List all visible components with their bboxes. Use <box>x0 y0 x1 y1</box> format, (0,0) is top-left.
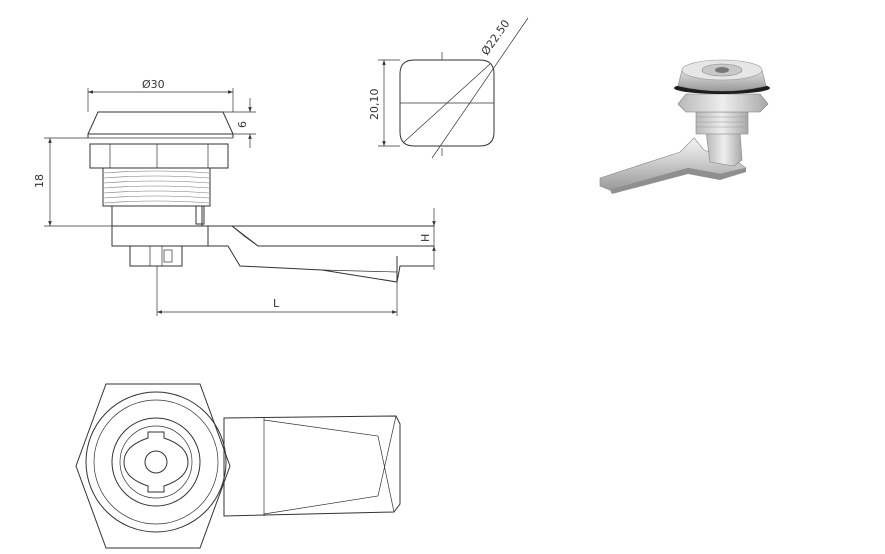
dim-cap-height: 6 <box>236 121 249 128</box>
keyhole <box>144 450 168 474</box>
dim-body-height: 18 <box>33 174 46 188</box>
cap-outline <box>87 111 234 135</box>
dim-diameter-diag: Ø22.50 <box>479 17 513 57</box>
dim-square-side: 20,10 <box>368 89 381 121</box>
dim-lever-length: L <box>273 297 280 310</box>
square-outline <box>399 59 495 147</box>
dim-diameter-top: Ø30 <box>142 78 165 91</box>
key-plug <box>123 431 189 493</box>
square-view: 20,10 Ø22.50 <box>368 17 529 159</box>
front-lever <box>223 415 401 517</box>
lever-top <box>208 225 434 247</box>
side-view: Ø30 6 18 H L <box>33 78 436 316</box>
front-view <box>75 383 401 549</box>
front-hexagon <box>75 383 231 549</box>
cam-lock-render <box>599 59 770 194</box>
hex-nut <box>89 143 229 169</box>
lever-bottom <box>208 245 434 283</box>
key-cylinder <box>129 245 183 267</box>
dim-lever-height: H <box>419 234 432 242</box>
